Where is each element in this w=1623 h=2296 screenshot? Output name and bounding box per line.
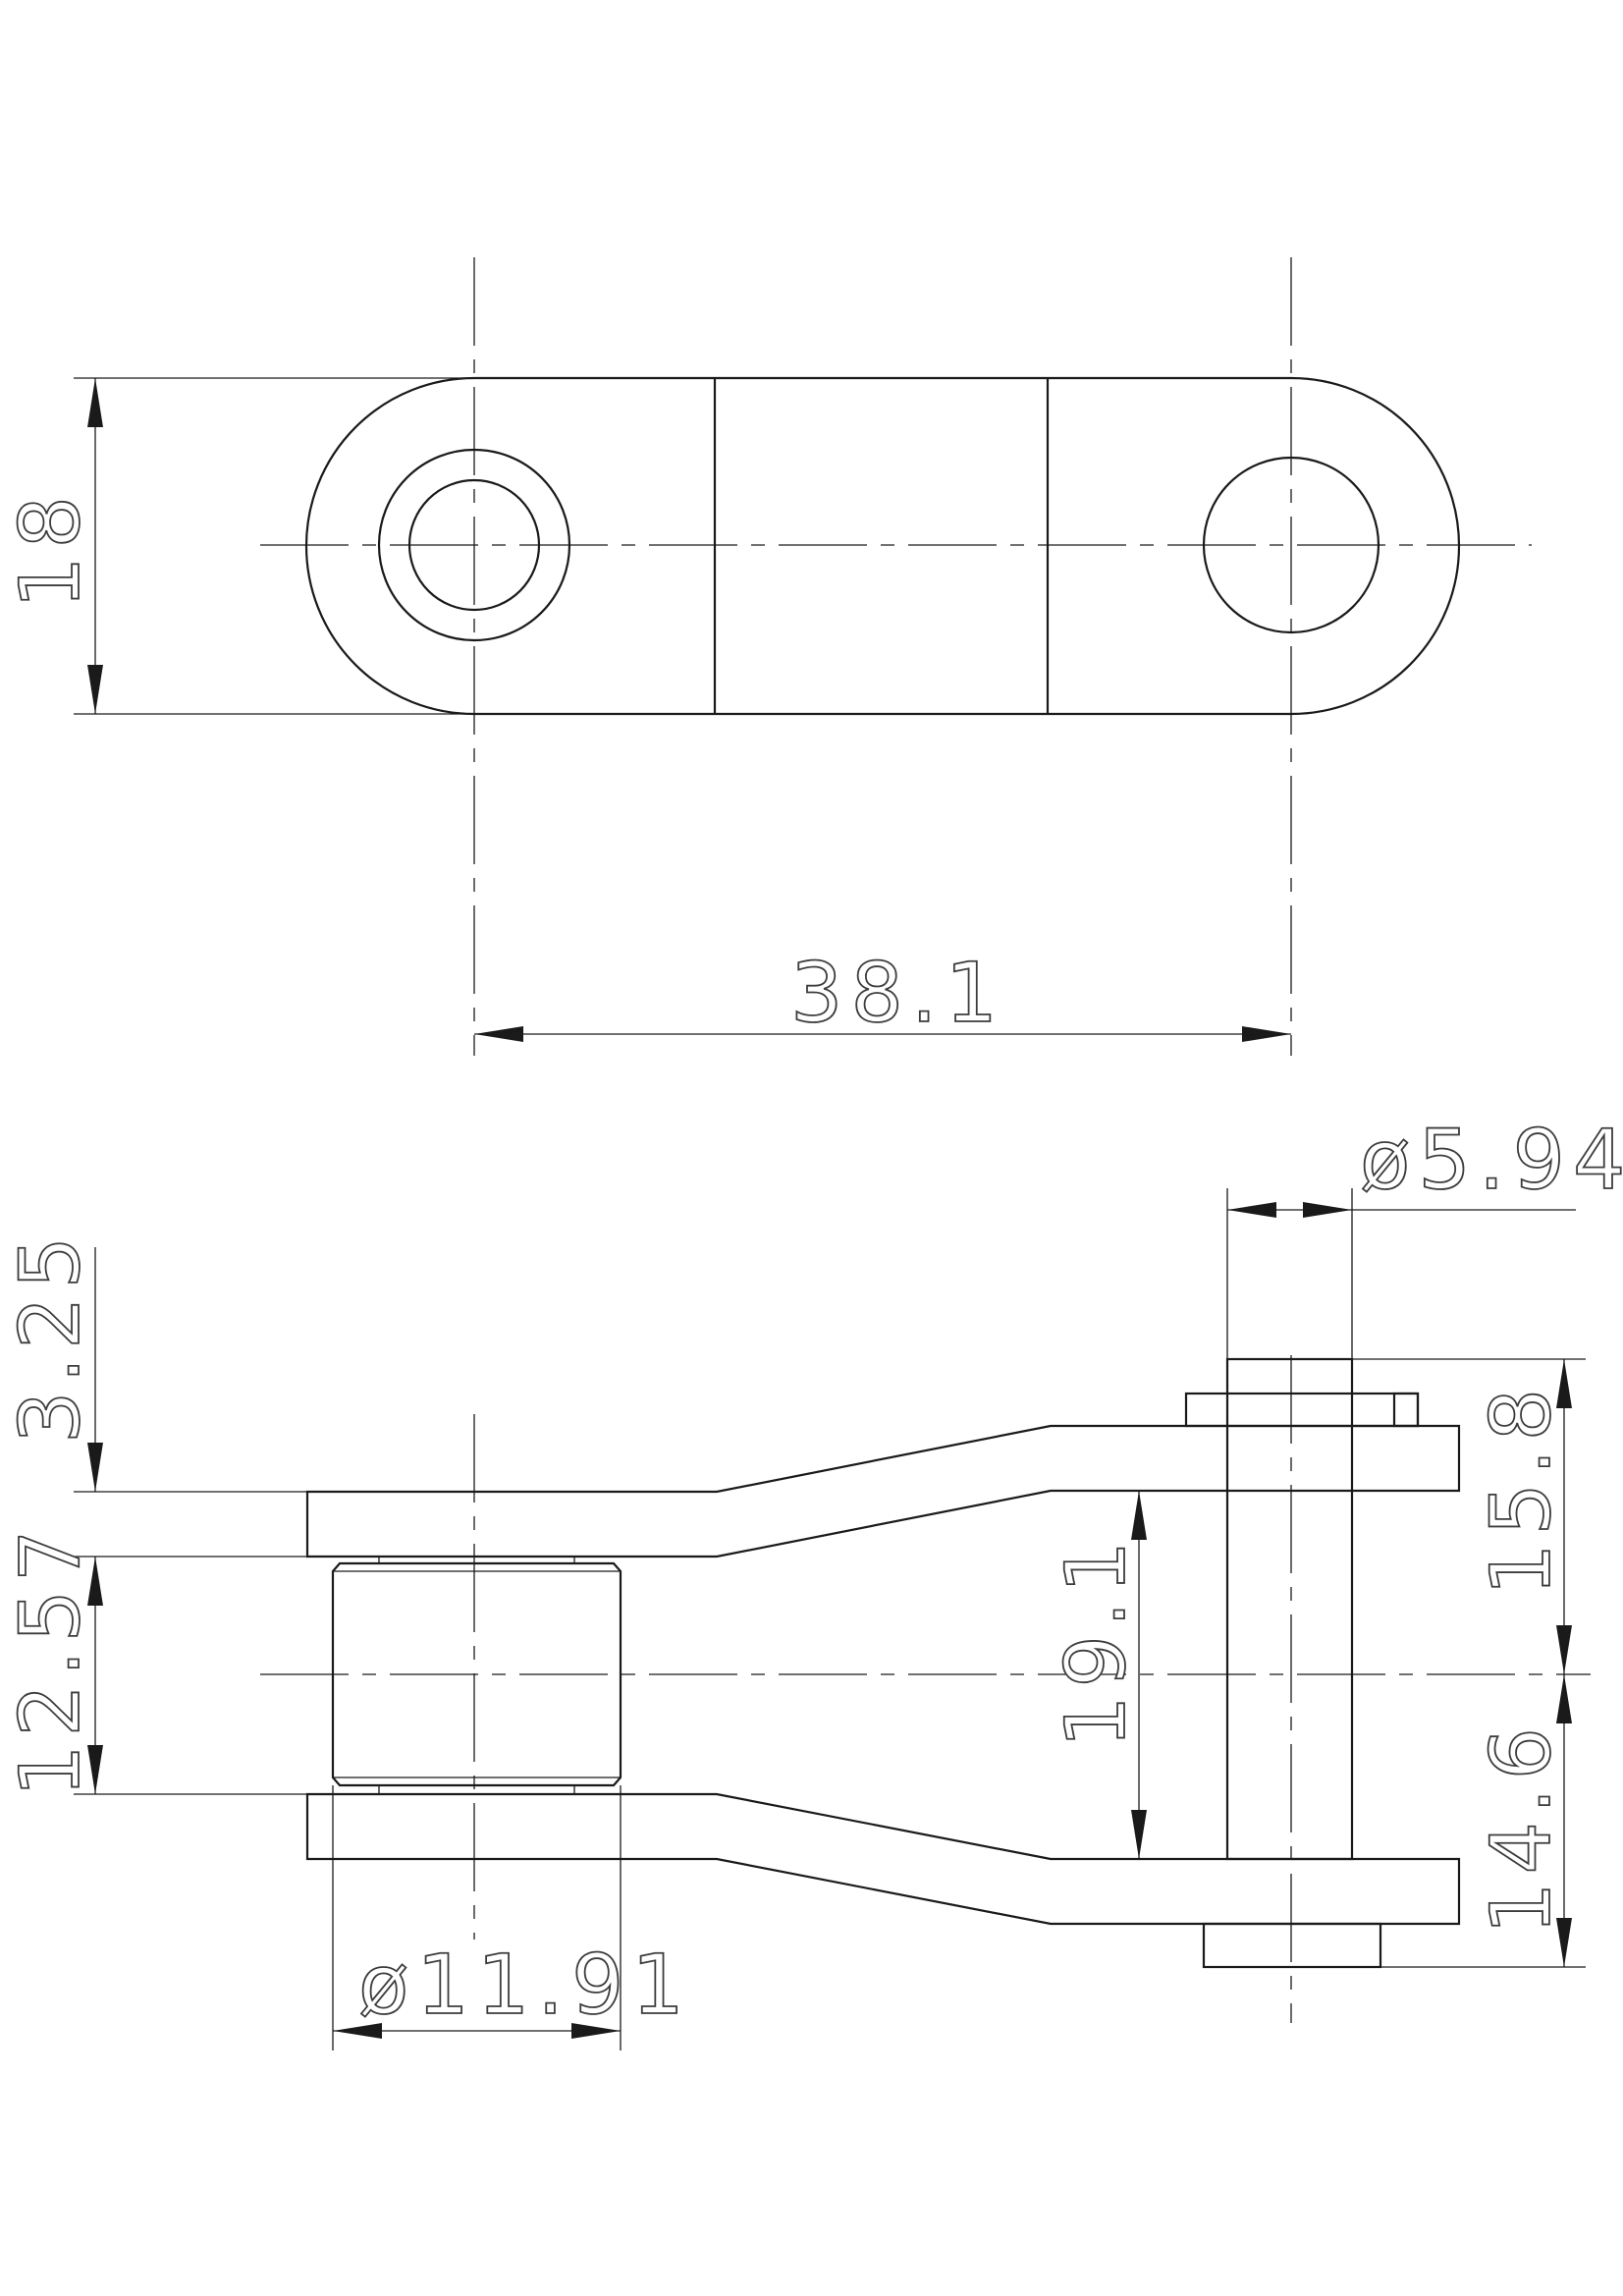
dim-1257-label: 12.57: [2, 1522, 98, 1797]
dim-1191-arrow-left: [333, 2023, 382, 2039]
top-bushing-outer: [377, 448, 571, 642]
dim-1191-label: ø11.91: [358, 1937, 692, 2033]
dim-1257-arrow-bottom: [87, 1745, 103, 1794]
roller: [331, 1561, 622, 1787]
lower-link-plate: [305, 1792, 1461, 1926]
dim-381-arrow-left: [474, 1026, 523, 1042]
top-plate-outline: [304, 376, 1461, 716]
dim-18-arrow-top: [87, 378, 103, 427]
dim-594-arrow-left: [1227, 1202, 1276, 1218]
top-view: 18 38.1: [1, 257, 1532, 1056]
top-bushing-inner: [407, 478, 541, 612]
pin-body: [1225, 1357, 1354, 1861]
dim-146-arrow-top: [1556, 1674, 1572, 1723]
pin-head-lower: [1202, 1922, 1382, 1969]
dim-146-arrow-bottom: [1556, 1918, 1572, 1967]
dim-18-label: 18: [2, 488, 98, 609]
dim-191-label: 19.1: [1048, 1533, 1144, 1748]
dim-325-label: 3.25: [2, 1229, 98, 1444]
dim-594-label: ø5.94: [1360, 1112, 1623, 1208]
dim-191-arrow-top: [1131, 1491, 1147, 1540]
dim-1191-arrow-right: [571, 2023, 621, 2039]
dim-381-arrow-right: [1242, 1026, 1291, 1042]
side-view: ø5.94 3.25 12.57 19.1 15.8 14.6: [1, 1111, 1623, 2050]
dim-594-arrow-right: [1303, 1202, 1352, 1218]
dim-325-arrow: [87, 1443, 103, 1492]
dim-146-label: 14.6: [1473, 1720, 1569, 1935]
dim-18-arrow-bottom: [87, 665, 103, 714]
upper-link-plate: [305, 1424, 1461, 1558]
top-pin-hole-right: [1202, 456, 1380, 634]
dim-158-label: 15.8: [1473, 1381, 1569, 1596]
dim-158-arrow-top: [1556, 1359, 1572, 1408]
dim-158-arrow-bottom: [1556, 1625, 1572, 1674]
pin-cotter-upper: [1392, 1392, 1420, 1428]
dim-381-label: 38.1: [790, 945, 1005, 1041]
dim-1257-arrow-top: [87, 1557, 103, 1606]
pin-head-upper-washer: [1184, 1392, 1420, 1428]
dim-191-arrow-bottom: [1131, 1810, 1147, 1859]
